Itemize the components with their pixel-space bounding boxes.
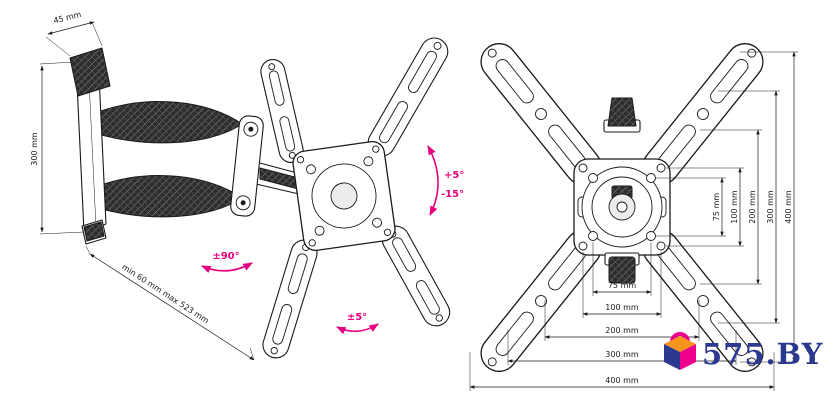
vdim-100-label: 100 mm: [730, 190, 739, 224]
vdim-400-label: 400 mm: [784, 190, 793, 224]
side-view: 45 mm 300 mm min 60 mm max 523 mm +5° -1…: [30, 10, 464, 361]
front-vertical-dims: 75 mm 100 mm 200 mm 300 mm 400 mm: [655, 51, 798, 363]
angle-tilt-up-label: +5°: [444, 170, 464, 181]
vesa-plate-side: [292, 140, 396, 252]
side-arm-top-left: [260, 58, 304, 164]
angle-level: ±5°: [336, 312, 379, 335]
vdim-300-label: 300 mm: [766, 190, 775, 224]
hdim-200-label: 200 mm: [605, 326, 639, 335]
wall-plate: [69, 47, 111, 245]
hdim-75-label: 75 mm: [608, 281, 637, 290]
articulating-arm: [97, 101, 317, 218]
side-arm-bottom-left: [262, 239, 318, 359]
dim-depth: 45 mm: [45, 10, 103, 57]
front-view: 75 mm 100 mm 200 mm 300 mm 400 mm 75 mm …: [469, 43, 798, 391]
angle-tilt: +5° -15°: [427, 145, 464, 216]
angle-tilt-down-label: -15°: [441, 189, 464, 200]
dim-height-label: 300 mm: [30, 132, 39, 166]
bottom-block: [604, 252, 640, 284]
angle-level-label: ±5°: [347, 312, 367, 323]
dim-extension: min 60 mm max 523 mm: [85, 245, 255, 361]
watermark-text: 575.BY: [702, 337, 823, 371]
side-arm-top-right: [367, 37, 449, 157]
angle-swivel-label: ±90°: [212, 251, 239, 262]
shopping-bag-icon: [664, 332, 696, 370]
vesa-plate-front: [573, 158, 671, 256]
vdim-75-label: 75 mm: [712, 193, 721, 222]
dim-extension-label: min 60 mm max 523 mm: [120, 262, 210, 325]
dim-depth-label: 45 mm: [53, 10, 83, 26]
front-horizontal-dims: 75 mm 100 mm 200 mm 300 mm 400 mm: [469, 242, 775, 391]
hdim-100-label: 100 mm: [605, 303, 639, 312]
hdim-300-label: 300 mm: [605, 350, 639, 359]
watermark-logo: 575.BY: [664, 332, 823, 371]
angle-swivel: ±90°: [201, 251, 253, 273]
hdim-400-label: 400 mm: [605, 376, 639, 385]
top-hook: [603, 97, 641, 133]
vdim-200-label: 200 mm: [748, 190, 757, 224]
side-arm-bottom-right: [381, 225, 451, 327]
dim-height: 300 mm: [30, 61, 85, 235]
